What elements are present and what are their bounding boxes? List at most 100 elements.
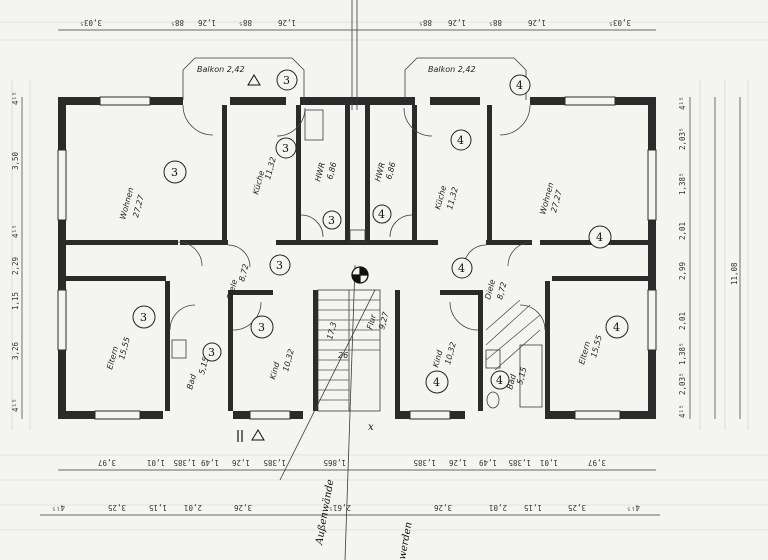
dim-bottom-2-7: 2,01 xyxy=(489,503,507,512)
unit-marker-bad-right: 4 xyxy=(496,374,503,387)
stairs xyxy=(317,289,381,412)
center-symbol xyxy=(351,266,369,284)
dimension-bottom-1: 3,97 1,01 1,385 1,49 1,26 1,385 1,865 1,… xyxy=(58,458,656,471)
dim-right-0: 4¹⁵ xyxy=(678,96,687,110)
unit-marker-hwr-left: 3 xyxy=(328,214,335,227)
dim-bottom-1-11: 1,01 xyxy=(540,458,558,467)
dim-bottom-1-1: 1,01 xyxy=(147,458,165,467)
hwr-fixtures xyxy=(304,109,366,243)
diele-right-area: 8,72 xyxy=(495,281,508,301)
dim-bottom-1-6: 1,865 xyxy=(323,458,346,467)
dim-top-6: 1,26 xyxy=(447,18,466,27)
grid-lines xyxy=(0,21,768,531)
balconies xyxy=(182,57,527,100)
unit-marker-kind-left: 3 xyxy=(258,321,265,334)
interior-walls xyxy=(66,105,648,411)
dim-bottom-1-12: 3,97 xyxy=(588,458,606,467)
dim-top-0: 3,03⁵ xyxy=(79,18,102,27)
dim-top-7: 88⁵ xyxy=(488,18,502,27)
dim-bottom-2-3: 2,01 xyxy=(184,503,202,512)
dimension-left: 4¹⁵ 3,50 4¹⁵ 2,29 1,15 3,26 4¹⁵ xyxy=(11,91,23,419)
dimension-right: 4¹⁵ 2,03⁵ 1,38⁵ 2,01 2,99 2,01 1,38⁵ 2,0… xyxy=(678,96,741,419)
dim-bottom-2-5: 2,61⁵ xyxy=(328,503,351,512)
flur-area: 9,27 xyxy=(377,310,391,330)
unit-marker-diele-left: 3 xyxy=(276,259,283,272)
dim-bottom-1-8: 1,26 xyxy=(448,458,467,467)
unit-marker-bad-left: 3 xyxy=(208,346,215,359)
dim-top-3: 88⁵ xyxy=(238,18,252,27)
dim-bottom-1-2: 1,385 xyxy=(173,458,196,467)
dim-right-5: 2,01 xyxy=(678,312,687,330)
bath-right-fixtures xyxy=(485,299,543,409)
dim-bottom-2-1: 3,25 xyxy=(108,503,126,512)
dim-right-3: 2,01 xyxy=(678,222,687,240)
handwriting-x: x xyxy=(368,422,374,433)
hwr-left-name: HWR xyxy=(313,161,327,182)
kind-left-area: 10,32 xyxy=(281,348,296,372)
dim-left-4: 1,15 xyxy=(11,292,20,310)
dim-bottom-2-2: 1,15 xyxy=(149,503,167,512)
stair-rise: 17,3 xyxy=(325,321,338,341)
dim-left-0: 4¹⁵ xyxy=(11,91,20,105)
eltern-right-area: 15,55 xyxy=(589,334,604,358)
dim-right-total: 11,08 xyxy=(730,262,739,285)
dim-bottom-2-10: 4¹⁵ xyxy=(626,503,640,512)
dim-right-1: 2,03⁵ xyxy=(678,127,687,150)
kind-right-area: 10,32 xyxy=(443,341,458,365)
dim-left-6: 4¹⁵ xyxy=(11,398,20,412)
balkon-right-label: Balkon 2,42 xyxy=(428,65,476,74)
bad-right-area: 5,15 xyxy=(515,366,528,386)
dim-top-1: 88⁵ xyxy=(170,18,184,27)
diele-left-name: Diele xyxy=(225,278,239,300)
dim-right-8: 4¹⁵ xyxy=(678,404,687,418)
dim-top-4: 1,26 xyxy=(277,18,296,27)
unit-markers: 3 4 3 4 3 4 3 4 3 4 3 4 3 4 3 4 xyxy=(132,69,629,394)
unit-marker-hwr-right: 4 xyxy=(378,208,385,221)
dim-bottom-1-0: 3,97 xyxy=(98,458,116,467)
dim-bottom-2-8: 1,15 xyxy=(524,503,542,512)
dim-right-7: 2,03⁵ xyxy=(678,372,687,395)
dimension-top: 3,03⁵ 88⁵ 1,26 88⁵ 1,26 88⁵ 1,26 88⁵ 1,2… xyxy=(58,18,656,31)
wohnen-left-area: 27,27 xyxy=(131,193,146,218)
handwriting-werden: werden xyxy=(397,521,414,560)
exterior-walls xyxy=(57,96,657,420)
unit-marker-eltern-right: 4 xyxy=(613,321,620,334)
dim-right-2: 1,38⁵ xyxy=(678,172,687,195)
dim-bottom-2-0: 4¹⁵ xyxy=(51,503,65,512)
bad-left-area: 5,15 xyxy=(197,356,210,376)
center-axis xyxy=(279,0,376,560)
dim-top-8: 1,26 xyxy=(527,18,546,27)
dim-top-9: 3,03⁵ xyxy=(608,18,631,27)
eltern-left-area: 15,55 xyxy=(117,336,132,360)
stair-steps: 26 xyxy=(338,351,348,360)
kueche-left-area: 11,32 xyxy=(263,156,278,180)
unit-marker-kueche-right: 4 xyxy=(457,134,464,147)
unit-marker-eltern-left: 3 xyxy=(140,311,147,324)
unit-marker-balkon-left: 3 xyxy=(283,74,290,87)
dim-bottom-2-9: 3,25 xyxy=(568,503,586,512)
hwr-right-area: 6,86 xyxy=(384,161,397,181)
kind-left-name: Kind xyxy=(268,360,281,380)
dim-bottom-1-5: 1,385 xyxy=(263,458,286,467)
dim-left-5: 3,26 xyxy=(11,341,20,360)
dim-top-2: 1,26 xyxy=(197,18,216,27)
unit-marker-balkon-right: 4 xyxy=(516,79,523,92)
unit-marker-diele-right: 4 xyxy=(458,262,465,275)
unit-marker-wohnen-right: 4 xyxy=(596,231,603,244)
dim-right-4: 2,99 xyxy=(678,262,687,280)
unit-marker-kueche-left: 3 xyxy=(282,142,289,155)
dim-bottom-1-10: 1,385 xyxy=(508,458,531,467)
bath-left-fixtures xyxy=(171,339,187,359)
balkon-left-label: Balkon 2,42 xyxy=(197,65,245,74)
dim-left-2: 4¹⁵ xyxy=(11,224,20,238)
flur-name: Flur xyxy=(365,313,378,331)
unit-marker-kind-right: 4 xyxy=(433,376,440,389)
dim-top-5: 88⁵ xyxy=(418,18,432,27)
dim-left-3: 2,29 xyxy=(11,257,20,275)
dimension-bottom-2: 4¹⁵ 3,25 1,15 2,01 3,26 2,61⁵ 3,26 2,01 … xyxy=(40,503,660,516)
unit-marker-wohnen-left: 3 xyxy=(171,166,178,179)
handwritten-notes: Außenwände werden x xyxy=(314,422,415,560)
dim-bottom-1-3: 1,49 xyxy=(201,458,219,467)
dim-bottom-1-9: 1,49 xyxy=(479,458,497,467)
